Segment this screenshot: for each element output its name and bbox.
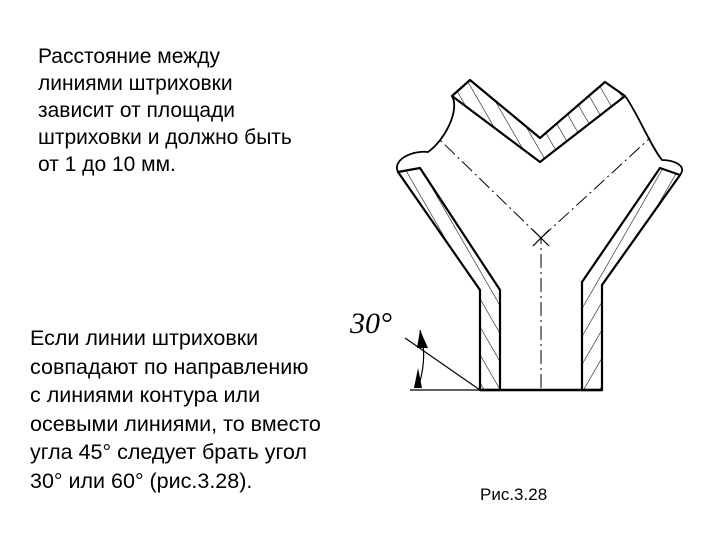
hatch-spacing-paragraph: Расстояние между линиями штриховки завис… bbox=[38, 43, 292, 178]
text-line: осевыми линиями, то вместо bbox=[30, 411, 321, 436]
text-line: линиями штриховки bbox=[38, 72, 233, 95]
text-line: совпадают по направлению bbox=[30, 354, 309, 379]
text-line: 30° или 60° (рис.3.28). bbox=[30, 468, 253, 493]
top-v-wall-section bbox=[450, 78, 627, 164]
hatch-angle-paragraph: Если линии штриховки совпадают по направ… bbox=[30, 324, 321, 495]
text-line: угла 45° следует брать угол bbox=[30, 440, 307, 464]
dimension-arrow-head bbox=[414, 368, 422, 388]
left-flange-contour bbox=[396, 95, 456, 173]
text-line: зависит от площади bbox=[38, 99, 236, 122]
right-flange-contour bbox=[624, 95, 683, 176]
text-line: с линиями контура или bbox=[30, 383, 261, 407]
center-cross-mark bbox=[532, 229, 550, 247]
dimension-arrow-head bbox=[417, 330, 428, 348]
figure-caption: Рис.3.28 bbox=[480, 485, 548, 504]
text-line: от 1 до 10 мм. bbox=[38, 153, 176, 176]
text-line: Расстояние между bbox=[38, 45, 220, 68]
right-wall-section bbox=[580, 166, 682, 392]
angle-label: 30° bbox=[349, 307, 392, 340]
text-line: штриховки и должно быть bbox=[38, 126, 292, 149]
center-lines bbox=[439, 137, 651, 388]
left-wall-section bbox=[396, 166, 502, 392]
text-line: Если линии штриховки bbox=[30, 326, 259, 350]
